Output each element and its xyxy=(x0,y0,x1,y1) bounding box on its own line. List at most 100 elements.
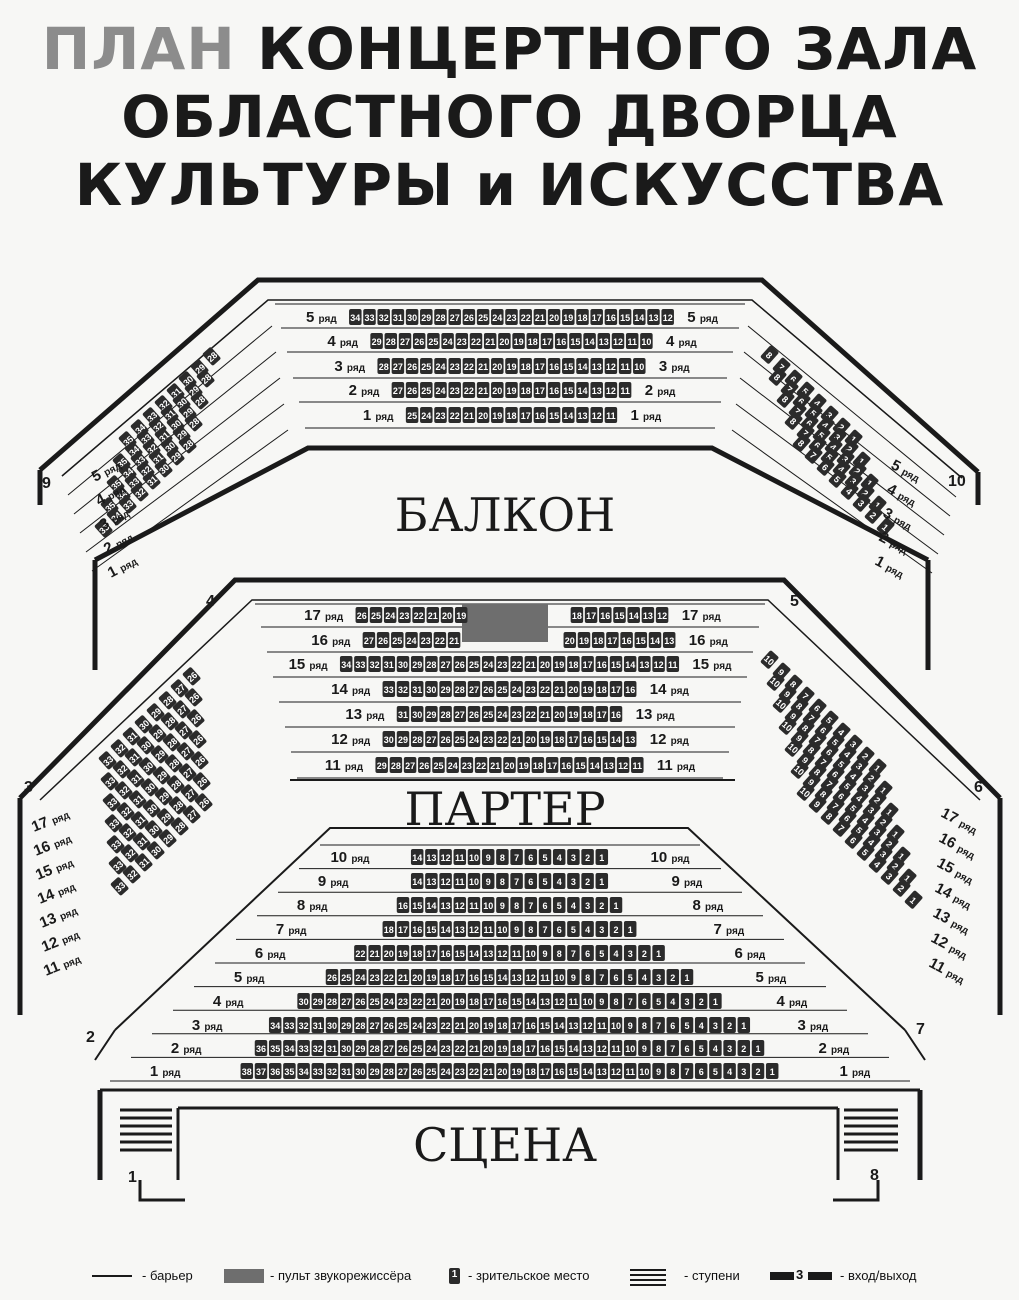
exit-8-label: 8 xyxy=(870,1167,879,1184)
parterre-lower-row-5-seat-13-shape xyxy=(510,969,523,985)
parterre-lower-row-5-seat-3: 3 xyxy=(652,969,665,985)
parterre-lower-row-1-seat-38-number: 38 xyxy=(242,1067,252,1077)
parterre-lower-row-2-seat-23-number: 23 xyxy=(441,1044,451,1054)
parterre-left-block-r5-seat-26-shape xyxy=(192,772,211,791)
parterre-lower-row-3-seat-16-shape xyxy=(524,1017,538,1033)
parterre-left-block-r2-seat-31: 31 xyxy=(126,769,145,788)
balcony-row-5-seat-15: 15 xyxy=(618,309,632,325)
balcony-row-4-seat-25-number: 25 xyxy=(428,337,438,347)
parterre-left-block-r1-seat-26-number: 26 xyxy=(187,691,201,705)
parterre-row-13-label-right: 13 ряд xyxy=(636,706,676,723)
parterre-row-17-right-seat-12-shape xyxy=(655,607,669,623)
parterre-lower-row-10-seat-14-number: 14 xyxy=(412,853,422,863)
balcony-row-5-seat-30: 30 xyxy=(405,309,419,325)
parterre-lower-row-9-seat-13-number: 13 xyxy=(426,877,436,887)
balcony-row-5-seat-32-number: 32 xyxy=(379,313,389,323)
parterre-lower-row-4-seat-1-shape xyxy=(709,993,722,1009)
parterre-lower-row-6-label-right-text: 6 ряд xyxy=(735,945,766,962)
parterre-lower-row-10-seat-14-shape xyxy=(410,849,424,865)
parterre-lower-row-3-seat-22: 22 xyxy=(439,1017,452,1033)
parterre-lower-row-4-seat-16-shape xyxy=(496,993,509,1009)
parterre-lower-row-1-seat-27: 27 xyxy=(396,1063,410,1079)
parterre-lower-row-7-seat-11-number: 11 xyxy=(483,925,493,935)
parterre-lower-row-5-seat-17-shape xyxy=(453,969,467,985)
parterre-row-13-seat-23-number: 23 xyxy=(512,710,522,720)
balcony-row-3-seat-10-number: 10 xyxy=(634,362,644,372)
parterre-lower-row-2-seat-21: 21 xyxy=(467,1040,481,1056)
parterre-row-16-right-seat-13: 13 xyxy=(662,632,676,648)
parterre-right-block-r0-seat-9-number: 9 xyxy=(776,667,786,678)
parterre-lower-row-9-seat-9-shape xyxy=(481,873,495,889)
parterre-row-16-label-left: 16 ряд xyxy=(311,632,351,649)
parterre-lower-row-1-label-right-text: 1 ряд xyxy=(840,1063,871,1080)
parterre-lower-row-3-seat-19: 19 xyxy=(481,1017,495,1033)
balcony-right-block-r1-seat-8: 8 xyxy=(768,367,787,386)
balcony-row-2-seat-25-number: 25 xyxy=(421,386,431,396)
parterre-lower-row-5-seat-18-shape xyxy=(439,969,452,985)
parterre-lower-row-1-seat-2-number: 2 xyxy=(755,1067,760,1077)
balcony-row-4-label-left: 4 ряд xyxy=(327,333,358,350)
parterre-lower-row-2-seat-18-shape xyxy=(510,1040,523,1056)
balcony-row-5-seat-28: 28 xyxy=(434,309,447,325)
parterre-lower-row-4-seat-18-number: 18 xyxy=(469,997,479,1007)
parterre-lower-row-7-seat-10-shape xyxy=(496,921,509,937)
parterre-right-block-r6-seat-9-shape xyxy=(808,794,827,813)
parterre-lower-row-1-seat-20: 20 xyxy=(496,1063,509,1079)
parterre-lower-row-7-label-left: 7 ряд xyxy=(276,921,307,938)
balcony-row-5-seat-19-number: 19 xyxy=(563,313,573,323)
balcony-row-2-seat-19-shape xyxy=(505,382,518,398)
balcony-label: БАЛКОН xyxy=(394,488,616,542)
parterre-row-12-seat-24: 24 xyxy=(467,731,481,747)
parterre-lower-row-6-seat-9-shape xyxy=(538,945,552,961)
parterre-row-16-left-seat-21: 21 xyxy=(447,632,461,648)
balcony-row-2-seat-24-shape xyxy=(434,382,447,398)
parterre-left-block-r1-seat-27: 27 xyxy=(172,700,191,719)
balcony-row-5-seat-31: 31 xyxy=(391,309,405,325)
balcony-right-block-r3-seat-3-number: 3 xyxy=(848,476,858,487)
parterre-row-14-label-right: 14 ряд xyxy=(650,681,690,698)
parterre-left-block-r5-seat-28: 28 xyxy=(168,796,187,815)
balcony-row-5-seat-27: 27 xyxy=(448,309,461,325)
balcony-row-3-seat-27: 27 xyxy=(391,358,405,374)
parterre-lower-row-1-seat-28-number: 28 xyxy=(384,1067,394,1077)
parterre-lower-row-1-seat-26: 26 xyxy=(410,1063,424,1079)
balcony-right-block-r1-seat-3-number: 3 xyxy=(832,432,842,443)
parterre-row-11-seat-27-shape xyxy=(403,757,417,773)
balcony-row-5-seat-34-number: 34 xyxy=(350,313,360,323)
balcony-row-2-seat-23-number: 23 xyxy=(450,386,460,396)
parterre-right-block-r1-seat-4-number: 4 xyxy=(842,749,852,760)
parterre-lower-row-7-seat-9-number: 9 xyxy=(514,925,519,935)
parterre-lower-row-3-seat-6-shape xyxy=(666,1017,680,1033)
parterre-left-block-r1-seat-33-number: 33 xyxy=(103,775,117,789)
parterre-lower-row-5-label-right-text: 5 ряд xyxy=(756,969,787,986)
parterre-lower-row-1-seat-14-shape xyxy=(581,1063,594,1079)
parterre-left-block-r4-seat-29-number: 29 xyxy=(157,790,171,804)
parterre-row-14-seat-29-number: 29 xyxy=(441,685,451,695)
parterre-lower-row-9-seat-13-shape xyxy=(425,873,438,889)
parterre-row-11-seat-29: 29 xyxy=(375,757,388,773)
parterre-lower-row-6-seat-18: 18 xyxy=(410,945,424,961)
parterre-row-14-seat-33: 33 xyxy=(382,681,396,697)
parterre-row-13-seat-29: 29 xyxy=(425,706,438,722)
parterre-lower-row-7-seat-9: 9 xyxy=(510,921,523,937)
balcony-right-block-r4-seat-8: 8 xyxy=(792,433,811,452)
parterre-lower-row-1-seat-35: 35 xyxy=(283,1063,296,1079)
parterre-lower-row-2-seat-26-number: 26 xyxy=(398,1044,408,1054)
parterre-left-block-r3-seat-31-shape xyxy=(128,790,147,809)
balcony-left-block-r4-seat-31-number: 31 xyxy=(145,474,159,488)
balcony-row-2-label-left-text: 2 ряд xyxy=(349,382,380,399)
parterre-lower-row-2-seat-19-shape xyxy=(496,1040,509,1056)
parterre-row-12-seat-20-number: 20 xyxy=(526,735,536,745)
balcony-row-4-seat-10: 10 xyxy=(640,333,653,349)
parterre-row-11-seat-14-number: 14 xyxy=(590,761,600,771)
balcony-left-block-r4-seat-32-shape xyxy=(130,483,149,502)
parterre-lower-row-7-seat-4-shape xyxy=(581,921,594,937)
balcony-row-5-seat-24-shape xyxy=(491,309,504,325)
balcony-row-2-seat-16-number: 16 xyxy=(549,386,559,396)
balcony-right-block-r4-seat-6-number: 6 xyxy=(820,462,830,473)
balcony-row-2-seat-15: 15 xyxy=(562,382,575,398)
balcony-row-1-label-left-text: 1 ряд xyxy=(363,407,394,424)
balcony-row-5-seat-14: 14 xyxy=(633,309,646,325)
parterre-row-12-seat-30-shape xyxy=(382,731,396,747)
parterre-left-block-r0-seat-30-shape xyxy=(134,715,153,734)
